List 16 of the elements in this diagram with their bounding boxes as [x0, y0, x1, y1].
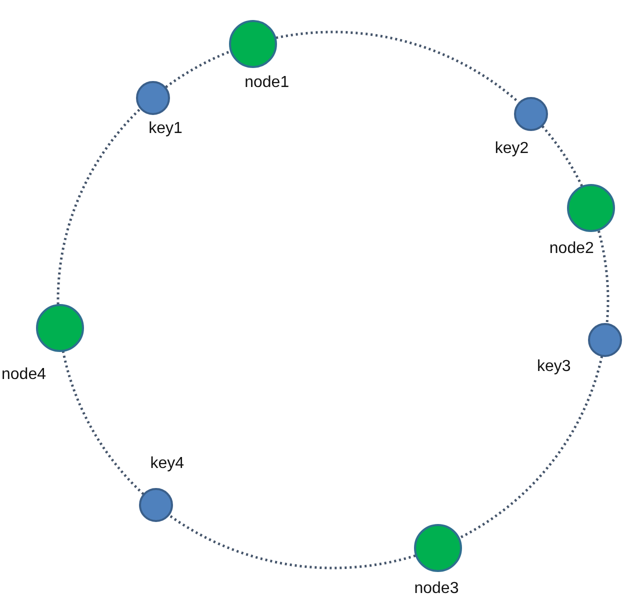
- node-label: key2: [494, 140, 529, 158]
- node-label: key3: [536, 358, 571, 376]
- ring-arc: [62, 351, 144, 496]
- ring-arc: [169, 514, 416, 570]
- node-label: node2: [549, 240, 594, 258]
- ring-arc: [276, 30, 520, 104]
- node-label: key1: [148, 120, 182, 138]
- node-label: key4: [150, 455, 184, 474]
- ring-arc: [165, 50, 230, 88]
- node-label: node4: [2, 366, 46, 384]
- node-label: node3: [414, 580, 459, 598]
- node-label: node1: [244, 74, 290, 92]
- ring-arc: [56, 108, 141, 304]
- ring-arc: [460, 356, 604, 539]
- ring-arc: [541, 125, 584, 188]
- ring-arc: [598, 230, 610, 324]
